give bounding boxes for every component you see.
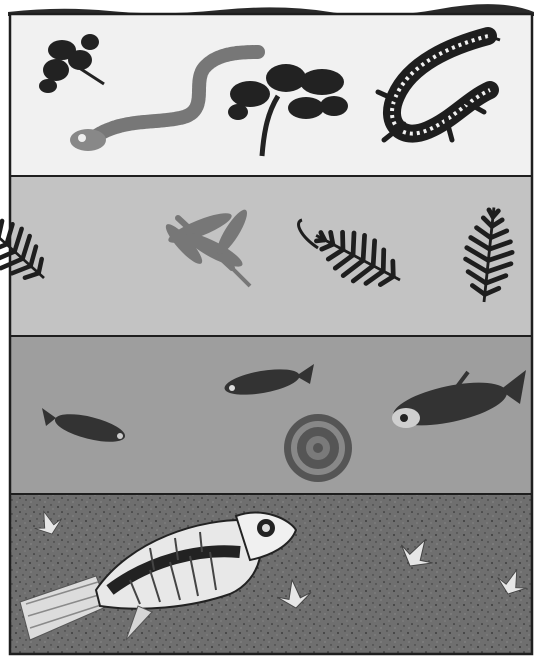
- ammonite-fossil: [284, 414, 352, 482]
- stratum-layer-2: [0, 176, 532, 336]
- stratum-layer-3: [10, 336, 532, 494]
- stratum-layer-4: [10, 494, 532, 654]
- stratum-layer-1: [10, 14, 532, 176]
